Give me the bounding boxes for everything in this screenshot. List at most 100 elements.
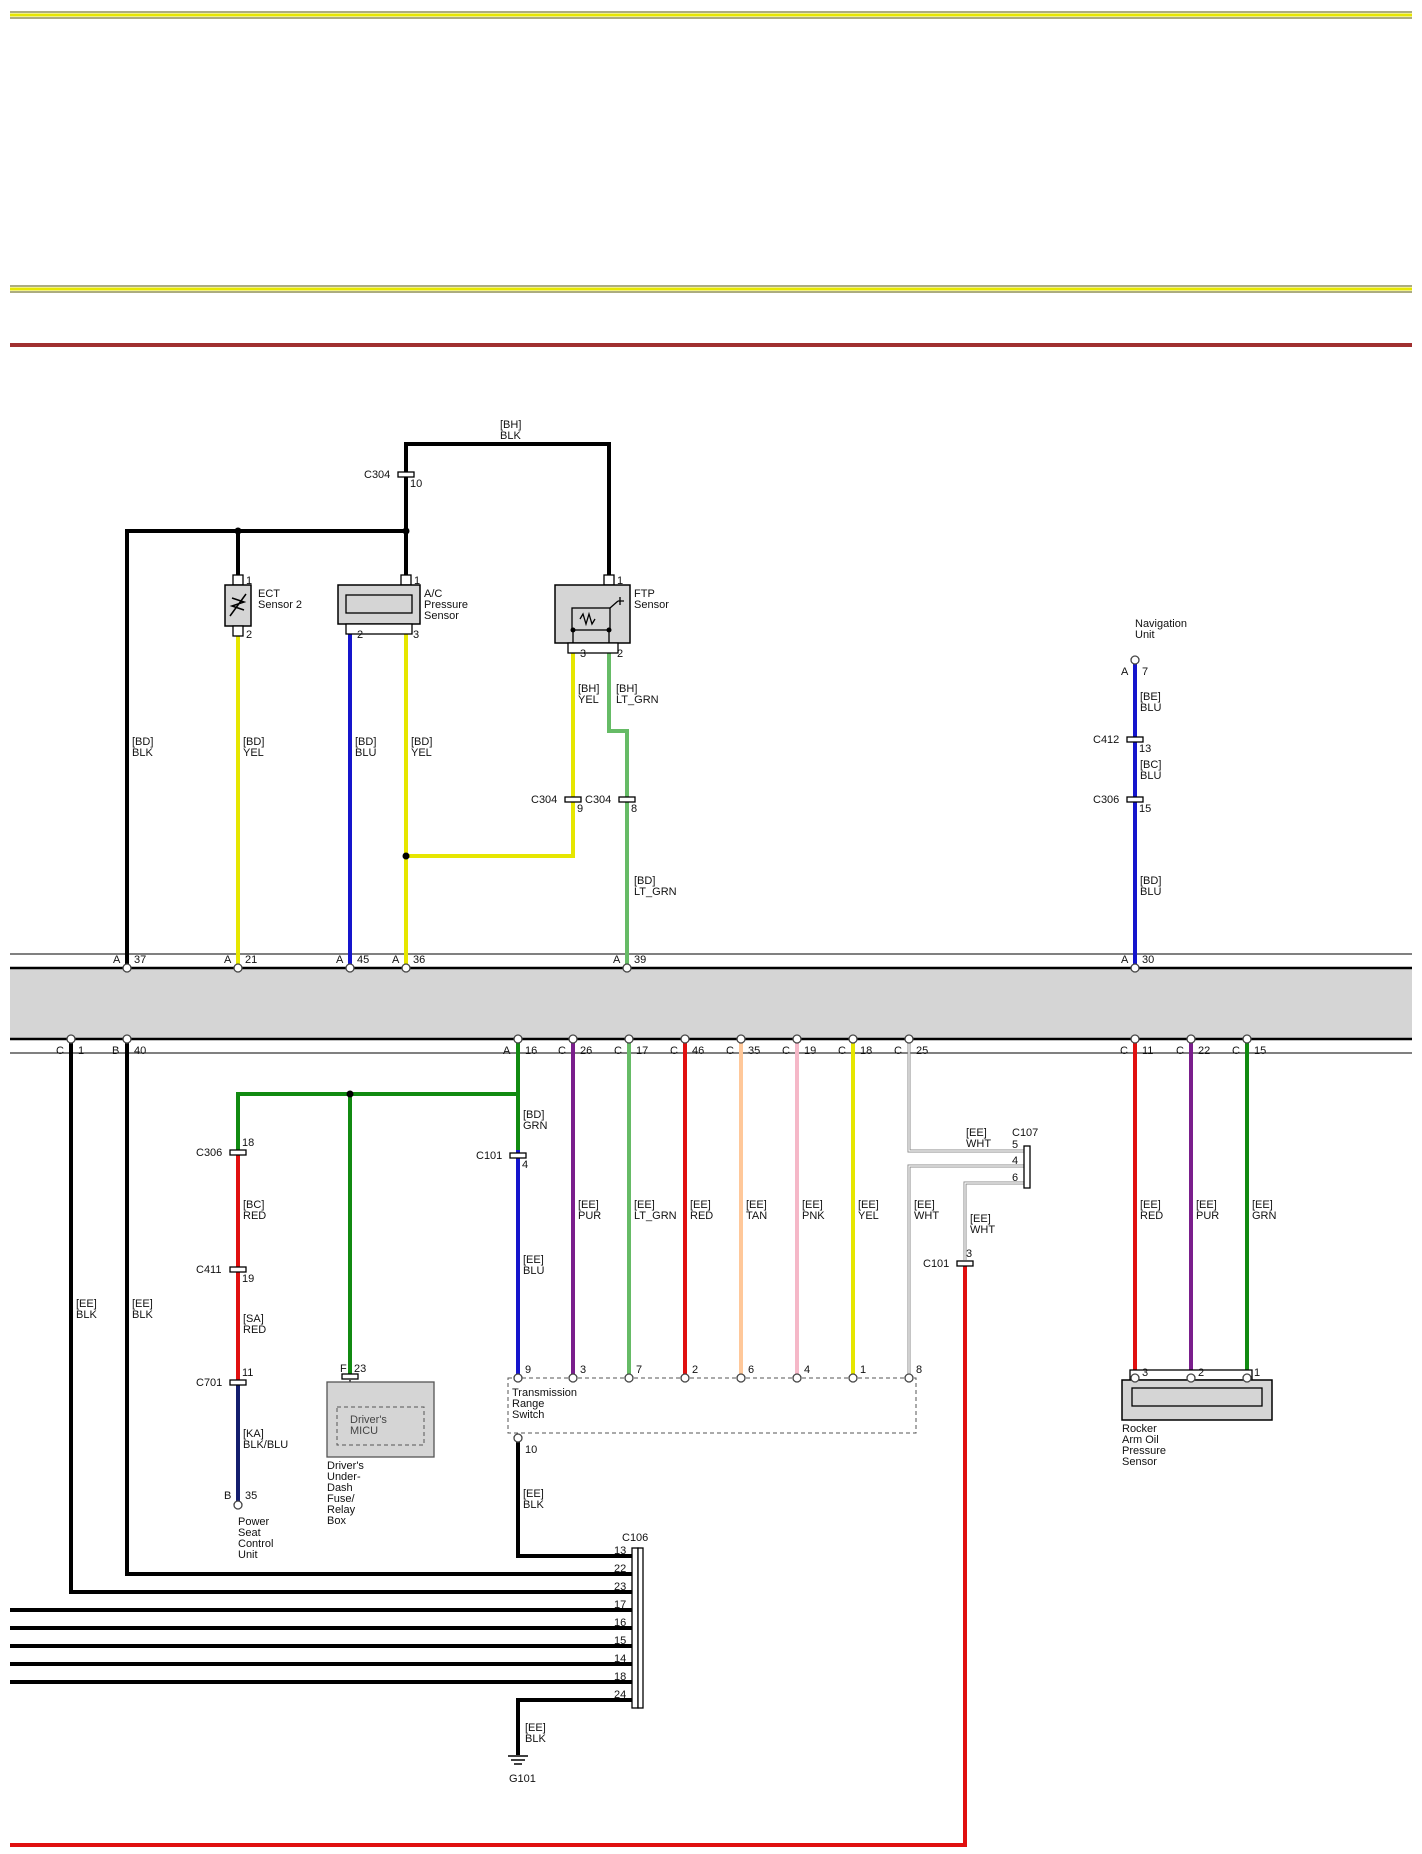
lbl-ee-grn-r-1: [EE] bbox=[1252, 1199, 1273, 1211]
fuse-name-4: Fuse/ bbox=[327, 1493, 355, 1505]
c304-top-name: C304 bbox=[364, 469, 390, 481]
c106-name: C106 bbox=[622, 1532, 648, 1544]
lbl-ee-wht-3a: [EE] bbox=[970, 1213, 991, 1225]
lbl-ee-blk-trs-1: [EE] bbox=[523, 1488, 544, 1500]
ecm-bot-conn-1: C bbox=[56, 1045, 64, 1057]
ground-g101: [EE] BLK G101 bbox=[508, 1722, 546, 1785]
connector-c107: C107 5 4 6 bbox=[1012, 1127, 1038, 1189]
upper-wire-labels: [BD] BLK [BD] YEL [BD] BLU [BD] YEL [BH]… bbox=[132, 683, 677, 898]
ps-name-4: Unit bbox=[238, 1549, 258, 1561]
lower-left-labels: [EE] BLK [EE] BLK bbox=[76, 1298, 153, 1321]
ac-name-1: A/C bbox=[424, 588, 442, 600]
ecm-top-conn-4: A bbox=[392, 954, 400, 966]
ecm-bot-conn-7: C bbox=[726, 1045, 734, 1057]
ecm-bot-pin-3: 16 bbox=[525, 1045, 537, 1057]
lbl-sa-red-2: RED bbox=[243, 1324, 266, 1336]
lbl-bh-ltgrn-1: [BH] bbox=[616, 683, 637, 695]
lbl-ka-2: BLK/BLU bbox=[243, 1439, 288, 1451]
c701-name: C701 bbox=[196, 1377, 222, 1389]
c106-pin-8: 18 bbox=[614, 1671, 626, 1683]
lbl-ee-blk-g-1: [EE] bbox=[525, 1722, 546, 1734]
lbl-ee-tan-1: [EE] bbox=[746, 1199, 767, 1211]
wire-label-bh-blk-1: [BH] bbox=[500, 419, 521, 431]
fuse-name-2: Under- bbox=[327, 1471, 361, 1483]
trs-pin-6: 4 bbox=[804, 1364, 810, 1376]
lbl-ee-wht-3b: WHT bbox=[970, 1224, 995, 1236]
lbl-ee-blk-1a: [EE] bbox=[76, 1298, 97, 1310]
lbl-ee-pur-r-2: PUR bbox=[1196, 1210, 1219, 1222]
lbl-ee-red-1: [EE] bbox=[690, 1199, 711, 1211]
c107-pin-3: 6 bbox=[1012, 1172, 1018, 1184]
ecm-bot-conn-2: B bbox=[112, 1045, 119, 1057]
ground-name: G101 bbox=[509, 1773, 536, 1785]
c412-name: C412 bbox=[1093, 734, 1119, 746]
trs-name-2: Range bbox=[512, 1398, 544, 1410]
c411-pin: 19 bbox=[242, 1273, 254, 1285]
ecm-bot-pin-13: 15 bbox=[1254, 1045, 1266, 1057]
ecm-unit bbox=[10, 953, 1412, 1054]
lbl-ee-blu-1: [EE] bbox=[523, 1254, 544, 1266]
ecm-bot-pin-12: 22 bbox=[1198, 1045, 1210, 1057]
ecm-top-conn-3: A bbox=[336, 954, 344, 966]
ecm-bot-conn-8: C bbox=[782, 1045, 790, 1057]
lbl-bd-yel-ect-2: YEL bbox=[243, 747, 264, 759]
lbl-bd-blu-ac-1: [BD] bbox=[355, 736, 376, 748]
lbl-bd-yel-ect-1: [BD] bbox=[243, 736, 264, 748]
ecm-bot-conn-5: C bbox=[614, 1045, 622, 1057]
lbl-ee-yel-1: [EE] bbox=[858, 1199, 879, 1211]
lbl-bh-ltgrn-2: LT_GRN bbox=[616, 694, 659, 706]
lbl-ee-wht-2a: [EE] bbox=[914, 1199, 935, 1211]
trs-pin-7: 1 bbox=[860, 1364, 866, 1376]
ecm-bot-pin-2: 40 bbox=[134, 1045, 146, 1057]
lbl-bc-red-2: RED bbox=[243, 1210, 266, 1222]
c107-pin-1: 5 bbox=[1012, 1139, 1018, 1151]
lbl-bh-yel-2: YEL bbox=[578, 694, 599, 706]
ecm-top-pin-3: 45 bbox=[357, 954, 369, 966]
ecm-top-pin-5: 39 bbox=[634, 954, 646, 966]
trs-pin-5: 6 bbox=[748, 1364, 754, 1376]
fuse-name-5: Relay bbox=[327, 1504, 356, 1516]
ecm-bot-pin-4: 26 bbox=[580, 1045, 592, 1057]
c101-blu-name: C101 bbox=[476, 1150, 502, 1162]
ecm-bot-pin-11: 11 bbox=[1142, 1045, 1153, 1057]
lbl-bd-blu-nav-2: BLU bbox=[1140, 886, 1161, 898]
c304-a-pin: 9 bbox=[577, 803, 583, 815]
lbl-bc-blu-1: [BC] bbox=[1140, 759, 1161, 771]
c306-pin: 18 bbox=[242, 1137, 254, 1149]
c306-name: C306 bbox=[196, 1147, 222, 1159]
ecm-bot-pin-1: 1 bbox=[78, 1045, 84, 1057]
pressure-transducer-icon bbox=[570, 597, 624, 643]
rocker-name-2: Arm Oil bbox=[1122, 1434, 1159, 1446]
ecm-top-pin-2: 21 bbox=[245, 954, 257, 966]
ecm-top-pins: A 37 A 21 A 45 A 36 A 39 A 30 bbox=[113, 954, 1154, 973]
trs-pin-bottom: 10 bbox=[525, 1444, 537, 1456]
nav-pin: 7 bbox=[1142, 666, 1148, 678]
lbl-ee-blk-1b: BLK bbox=[76, 1309, 97, 1321]
c304-top-pin: 10 bbox=[410, 478, 422, 490]
lbl-bd-yel-ac-2: YEL bbox=[411, 747, 432, 759]
rocker-name-1: Rocker bbox=[1122, 1423, 1157, 1435]
ground-icon bbox=[508, 1755, 528, 1765]
ecm-bot-conn-13: C bbox=[1232, 1045, 1240, 1057]
trs-pin-2: 3 bbox=[580, 1364, 586, 1376]
c701-pin: 11 bbox=[242, 1367, 253, 1379]
ecm-top-conn-2: A bbox=[224, 954, 232, 966]
ecm-bot-pin-6: 46 bbox=[692, 1045, 704, 1057]
ecm-bot-pin-5: 17 bbox=[636, 1045, 648, 1057]
lbl-ee-pur-r-1: [EE] bbox=[1196, 1199, 1217, 1211]
lbl-ee-blk-2a: [EE] bbox=[132, 1298, 153, 1310]
lbl-ee-pur-2: PUR bbox=[578, 1210, 601, 1222]
c107-name: C107 bbox=[1012, 1127, 1038, 1139]
connector-c304-top: C304 10 bbox=[364, 469, 422, 490]
c101-blu-pin: 4 bbox=[522, 1159, 528, 1171]
ps-name-3: Control bbox=[238, 1538, 273, 1550]
thermistor-icon bbox=[229, 593, 247, 617]
c304-b-name: C304 bbox=[585, 794, 611, 806]
lbl-ee-wht-1b: WHT bbox=[966, 1138, 991, 1150]
lbl-ee-blk-2b: BLK bbox=[132, 1309, 153, 1321]
nav-name-1: Navigation bbox=[1135, 618, 1187, 630]
c411-name: C411 bbox=[196, 1264, 221, 1276]
ecm-top-conn-1: A bbox=[113, 954, 121, 966]
ect-pin-bottom: 2 bbox=[246, 629, 252, 641]
